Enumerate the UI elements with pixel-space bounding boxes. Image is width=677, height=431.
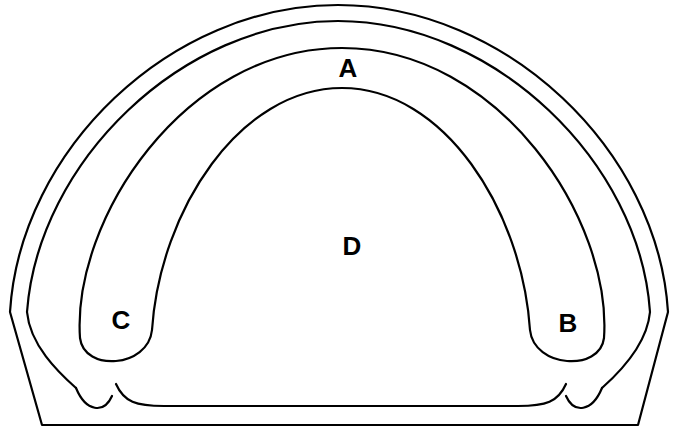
- posterior-line: [116, 384, 566, 406]
- part-label: C: [112, 307, 131, 333]
- left-notch: [76, 388, 112, 408]
- outer-border: [10, 5, 668, 425]
- ridge-outline: [80, 48, 605, 361]
- flange-line: [27, 21, 650, 388]
- part-label: B: [559, 310, 578, 336]
- part-label: A: [339, 55, 358, 81]
- part-label: D: [343, 233, 362, 259]
- right-notch: [566, 388, 602, 408]
